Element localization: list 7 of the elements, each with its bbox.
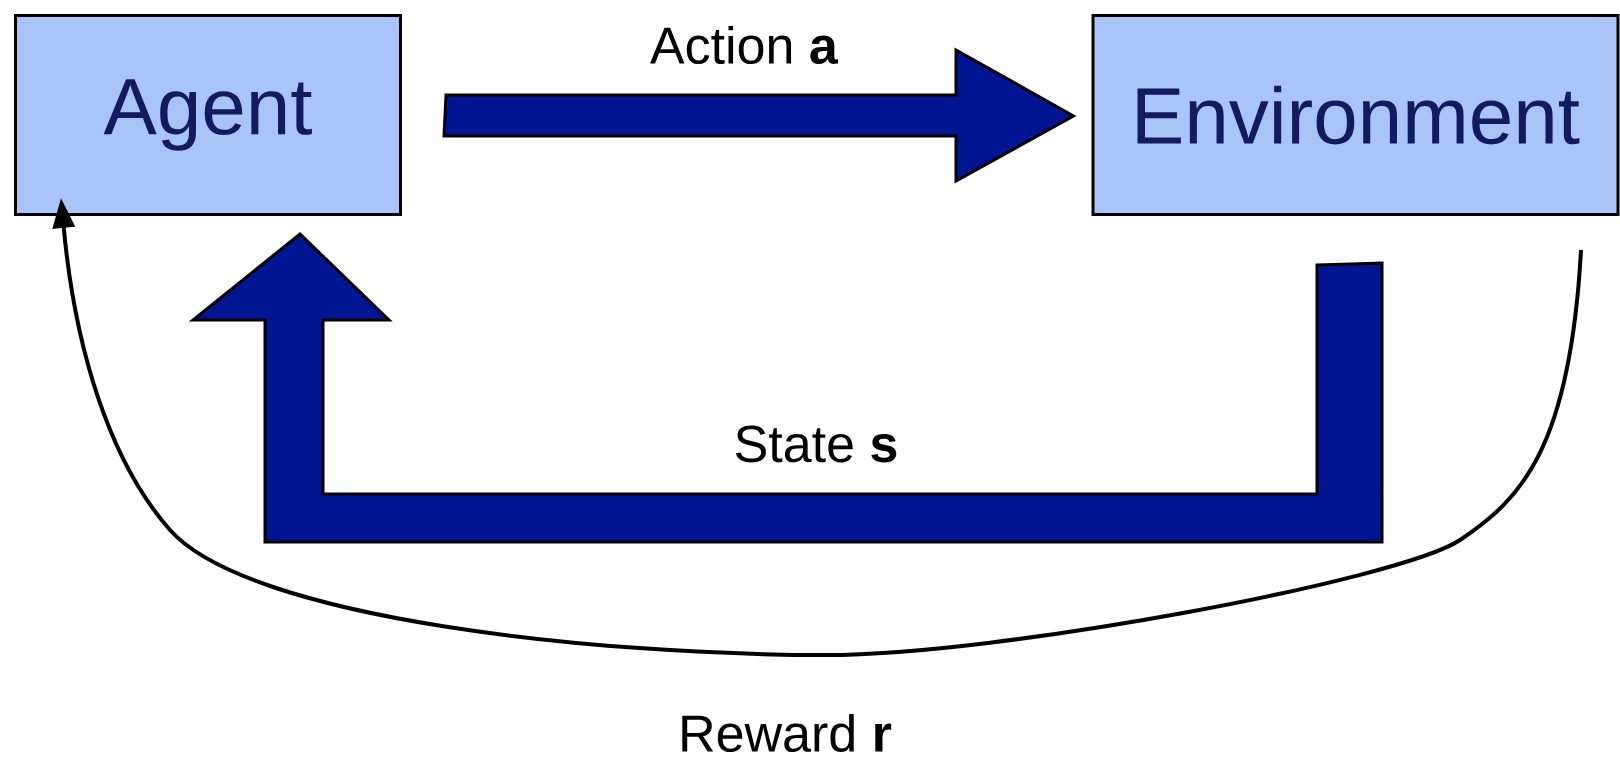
edge-label: State s <box>736 425 897 463</box>
environment-box: Environment <box>1091 14 1620 216</box>
agent-box: Agent <box>14 14 402 216</box>
block-arrow <box>188 232 1384 544</box>
block-arrow <box>442 47 1077 184</box>
edge-label: Action a <box>650 25 839 65</box>
edge-label: Reward r <box>682 713 892 753</box>
